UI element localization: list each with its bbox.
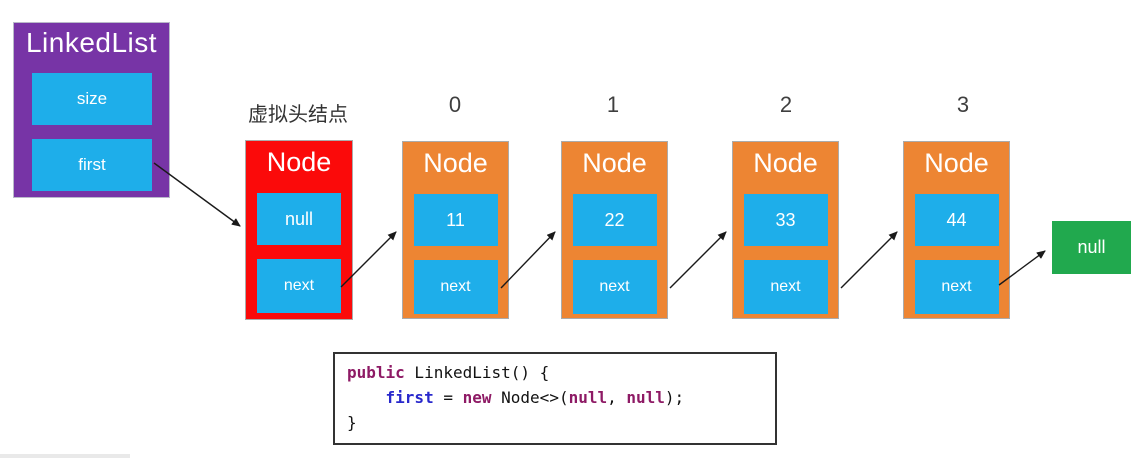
code-line: public LinkedList() { — [347, 363, 550, 382]
index-label-2: 2 — [779, 92, 793, 117]
bottom-progress-remnant — [0, 454, 130, 458]
node-next-pointer: next — [413, 260, 498, 314]
list-node-2: Node 33 next — [732, 141, 839, 319]
node-next-pointer: next — [914, 260, 999, 314]
code-block: public LinkedList() { first = new Node<>… — [333, 352, 777, 445]
node-title: Node — [753, 148, 818, 178]
head-node: Node null next — [245, 140, 353, 320]
arrow-node-2-next-to-node-3 — [840, 231, 898, 289]
linkedlist-first-field: first — [32, 139, 152, 191]
head-node-value: null — [257, 193, 341, 245]
node-value: 44 — [914, 194, 999, 246]
arrow-node-1-next-to-node-2 — [669, 231, 727, 289]
linkedlist-size-field: size — [32, 73, 152, 125]
node-title: Node — [423, 148, 488, 178]
list-node-0: Node 11 next — [402, 141, 509, 319]
node-value: 22 — [572, 194, 657, 246]
node-value: 33 — [743, 194, 828, 246]
node-next-pointer: next — [572, 260, 657, 314]
list-node-3: Node 44 next — [903, 141, 1010, 319]
index-label-1: 1 — [606, 92, 620, 117]
index-label-3: 3 — [956, 92, 970, 117]
node-value: 11 — [413, 194, 498, 246]
code-line: } — [347, 413, 357, 432]
tail-null-box: null — [1052, 221, 1131, 274]
head-node-title: Node — [266, 147, 332, 177]
node-title: Node — [924, 148, 989, 178]
linkedlist-title: LinkedList — [25, 27, 158, 58]
list-node-1: Node 22 next — [561, 141, 668, 319]
head-node-next-pointer: next — [257, 259, 341, 313]
node-title: Node — [582, 148, 647, 178]
index-label-0: 0 — [448, 92, 462, 117]
arrow-node-0-next-to-node-1 — [500, 231, 556, 289]
code-line: first = new Node<>(null, null); — [385, 388, 685, 407]
node-next-pointer: next — [743, 260, 828, 314]
virtual-head-label: 虚拟头结点 — [248, 104, 348, 126]
linkedlist-box: LinkedList size first — [13, 22, 170, 198]
